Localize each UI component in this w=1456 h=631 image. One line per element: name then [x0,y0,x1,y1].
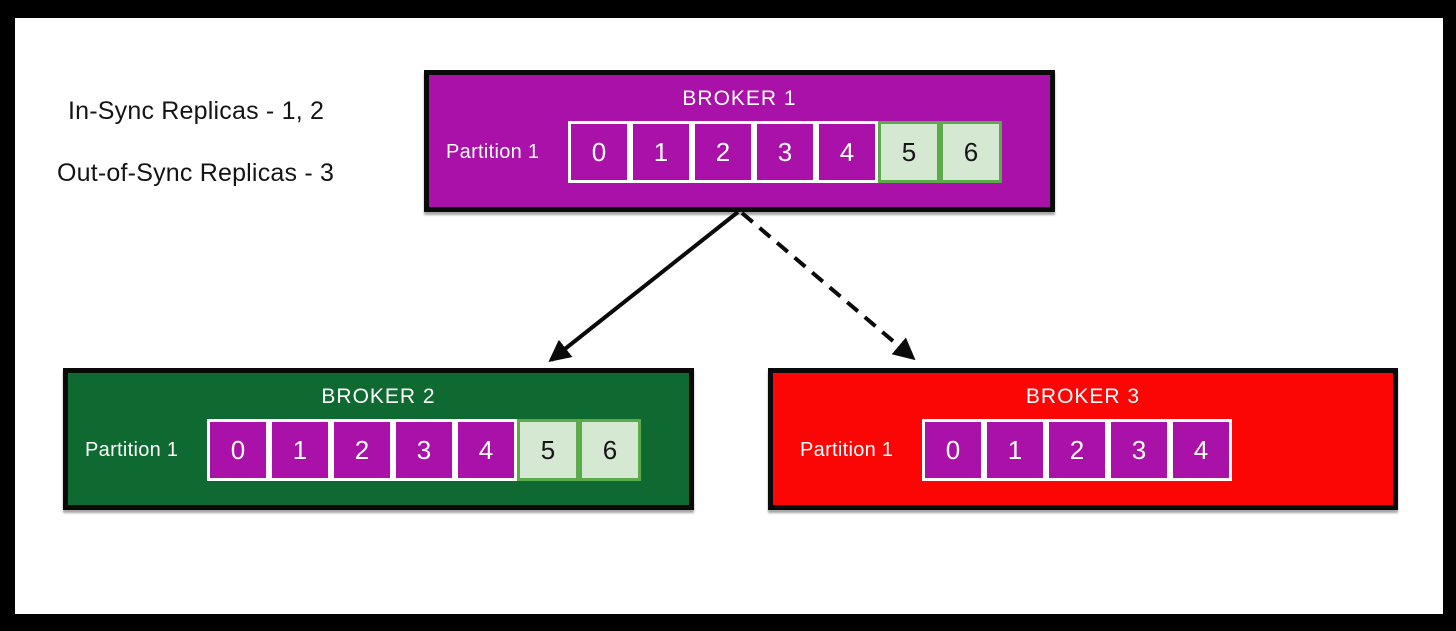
offset-cell-6: 6 [940,121,1002,183]
in-sync-replicas-note: In-Sync Replicas - 1, 2 [68,97,325,125]
offset-cell-0: 0 [568,121,630,183]
offset-cell-2: 2 [331,419,393,481]
offset-cell-2: 2 [1046,419,1108,481]
offset-cell-1: 1 [269,419,331,481]
offset-cell-4: 4 [455,419,517,481]
broker-1-title: BROKER 1 [682,87,797,110]
broker-3-title: BROKER 3 [1025,385,1141,408]
broker-2-title: BROKER 2 [321,385,436,408]
offset-cell-3: 3 [754,121,816,183]
offset-cell-5: 5 [517,419,579,481]
offset-cell-5: 5 [878,121,940,183]
offset-cell-4: 4 [1170,419,1232,481]
offset-cell-4: 4 [816,121,878,183]
offset-cell-6: 6 [579,419,641,481]
offset-cell-1: 1 [984,419,1046,481]
offset-cell-3: 3 [393,419,455,481]
broker-3-partition-label: Partition 1 [800,438,894,461]
offset-cell-1: 1 [630,121,692,183]
broker-2-partition-label: Partition 1 [85,438,179,461]
offset-cell-0: 0 [207,419,269,481]
broker-1-partition-label: Partition 1 [446,140,540,163]
offset-cell-0: 0 [922,419,984,481]
out-of-sync-replicas-note: Out-of-Sync Replicas - 3 [57,159,335,187]
diagram-canvas: In-Sync Replicas - 1, 2 Out-of-Sync Repl… [15,18,1443,614]
offset-cell-2: 2 [692,121,754,183]
offset-cell-3: 3 [1108,419,1170,481]
